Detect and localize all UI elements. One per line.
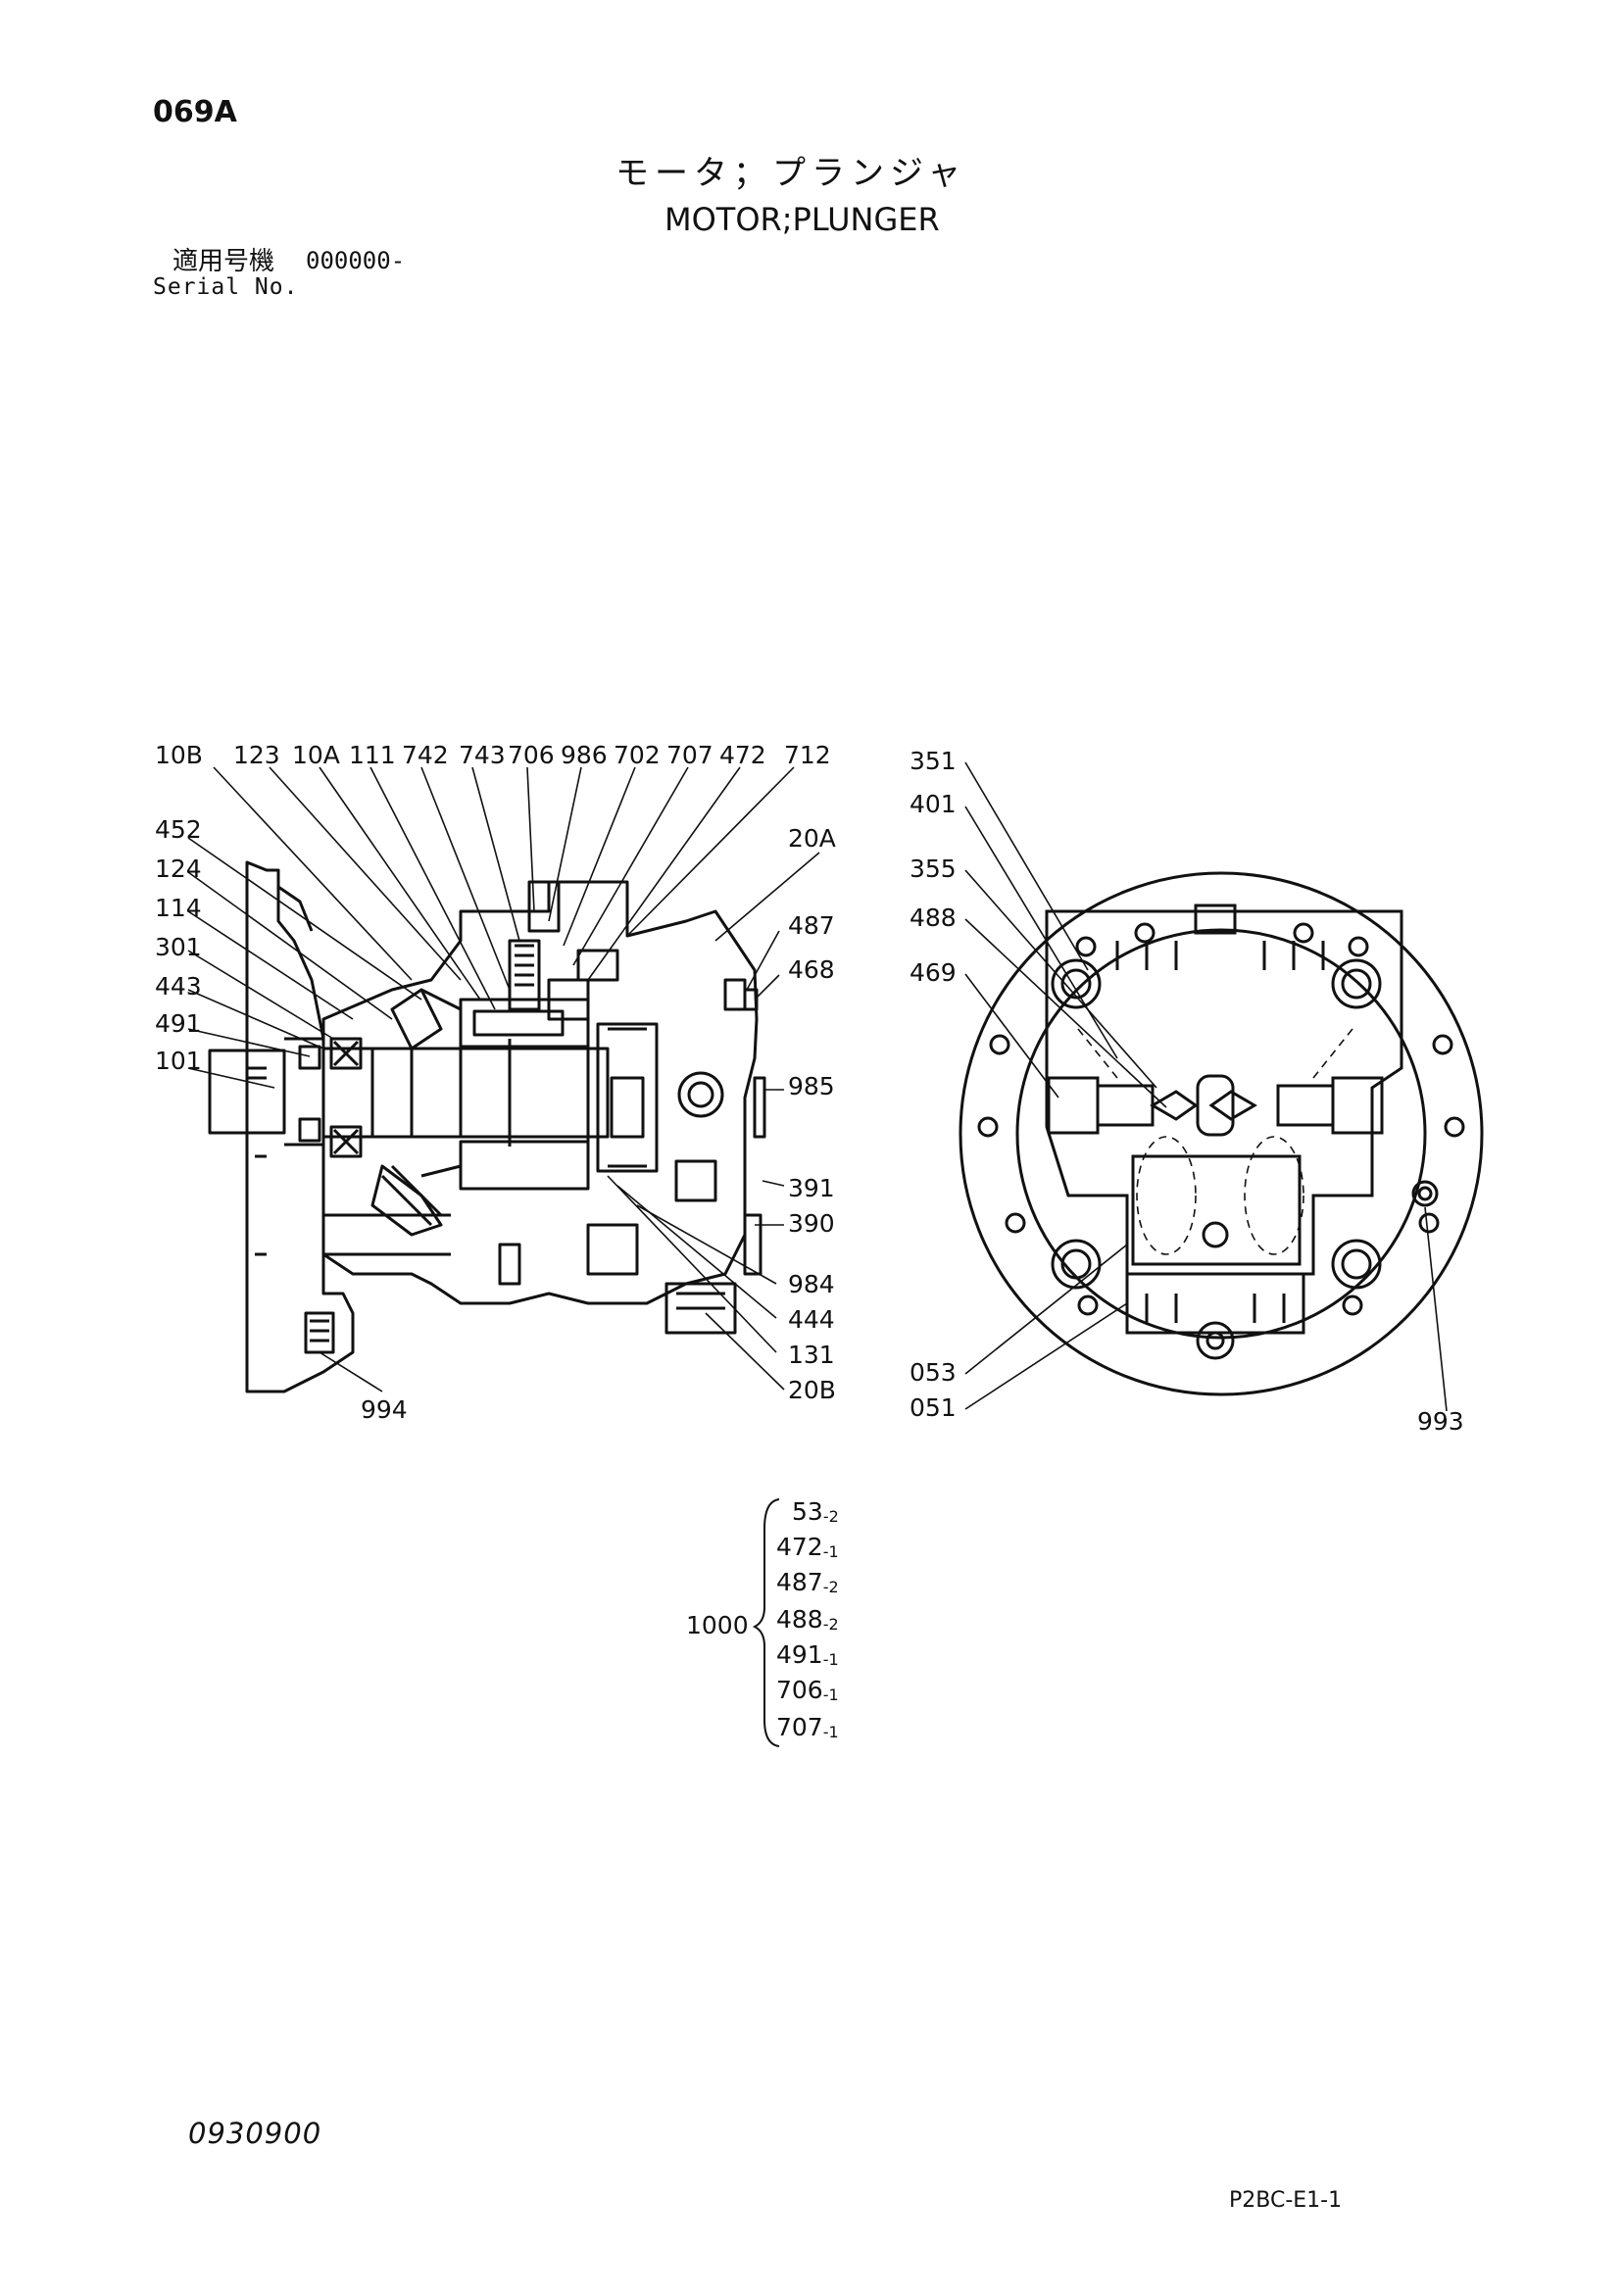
kit-item: 53-2 [792,1497,839,1526]
right-dashed-lines [1077,1028,1353,1255]
part-label: 101 [155,1047,202,1075]
part-label: 10B [155,741,203,769]
part-label: 131 [788,1341,835,1369]
part-label: 051 [910,1393,957,1422]
left-section-view [208,860,766,1393]
part-label: 707 [666,741,713,769]
serial-label-japanese: 適用号機 [172,247,275,276]
part-label: 706 [508,741,555,769]
left-leader-lines [187,766,820,1392]
kit-part-number: 1000 [686,1611,749,1639]
right-leader-lines [964,761,1448,1412]
kit-item: 707-1 [776,1713,839,1741]
part-label: 390 [788,1209,835,1238]
title-english: MOTOR;PLUNGER [664,201,940,238]
kit-brace [752,1498,780,1747]
serial-label-english: Serial No. [153,274,299,300]
part-label: 452 [155,815,202,844]
kit-item: 488-2 [776,1605,839,1634]
document-code: 0930900 [188,2117,322,2150]
part-label: 114 [155,894,202,922]
part-label: 10A [292,741,340,769]
part-label: 351 [910,747,957,775]
part-label: 984 [788,1270,835,1298]
part-label: 468 [788,955,835,984]
part-label: 985 [788,1072,835,1100]
kit-item: 491-1 [776,1640,839,1669]
part-label: 301 [155,933,202,961]
part-label: 986 [561,741,608,769]
part-label: 444 [788,1305,835,1334]
part-label: 053 [910,1358,957,1387]
part-label: 488 [910,904,957,932]
part-label: 994 [361,1395,408,1424]
kit-item: 487-2 [776,1568,839,1596]
part-label: 20A [788,824,836,853]
kit-item: 706-1 [776,1676,839,1704]
part-label: 487 [788,911,835,940]
part-label: 111 [349,741,396,769]
part-label: 491 [155,1009,202,1038]
part-label: 124 [155,855,202,883]
part-label: 702 [614,741,661,769]
part-label: 20B [788,1376,836,1404]
part-label: 743 [459,741,506,769]
right-end-view [959,871,1484,1396]
page-code: 069A [153,95,237,129]
part-label: 355 [910,855,957,883]
title-japanese: モータ；プランジャ [615,154,967,193]
part-label: 712 [784,741,831,769]
part-label: 472 [719,741,766,769]
part-label: 123 [233,741,280,769]
part-label: 742 [402,741,449,769]
kit-item: 472-1 [776,1533,839,1561]
part-label: 993 [1417,1407,1464,1436]
part-label: 469 [910,958,957,987]
part-label: 391 [788,1174,835,1202]
page-reference: P2BC-E1-1 [1229,2188,1343,2213]
part-label: 401 [910,790,957,818]
part-label: 443 [155,972,202,1001]
serial-value: 000000- [306,247,406,274]
